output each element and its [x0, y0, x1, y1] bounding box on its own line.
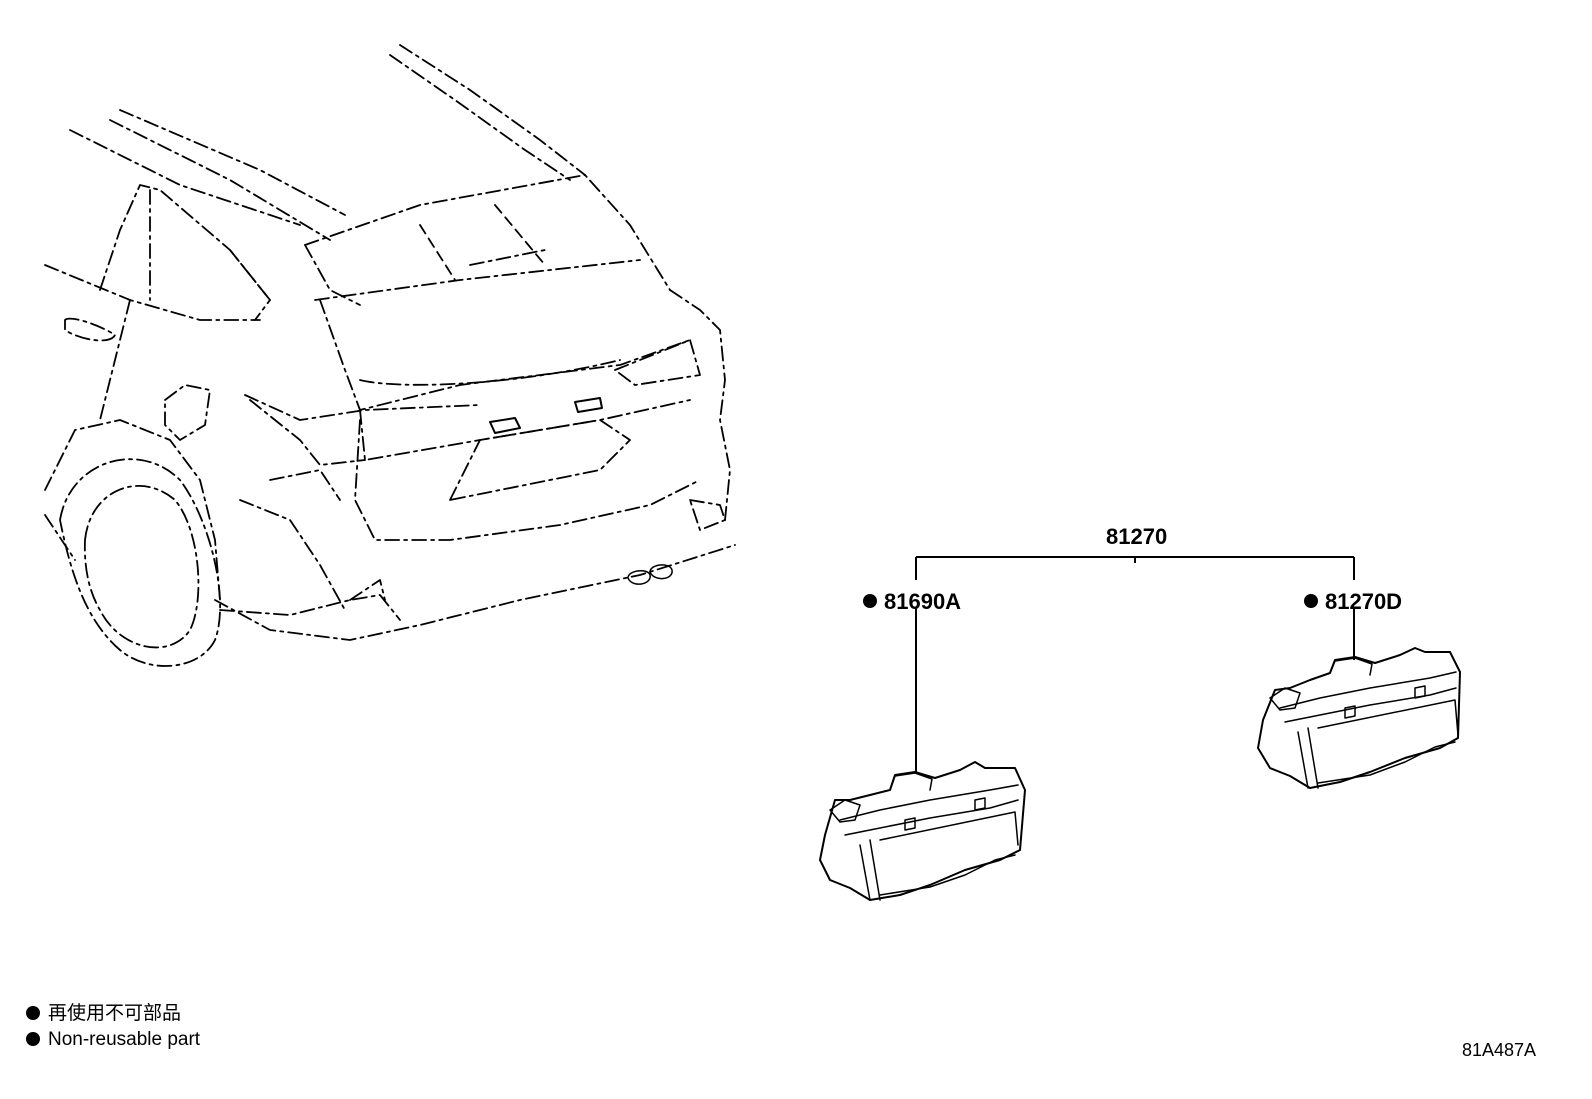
legend: 再使用不可部品 Non-reusable part: [26, 1002, 201, 1050]
illustration-code: 81A487A: [1462, 1040, 1536, 1060]
assembly-part-number: 81270: [1106, 524, 1167, 549]
legend-text-en: Non-reusable part: [48, 1029, 201, 1050]
legend-text-ja: 再使用不可部品: [48, 1002, 181, 1024]
non-reusable-marker: [1304, 594, 1318, 608]
non-reusable-marker: [863, 594, 877, 608]
vehicle-rear-illustration: [44, 44, 736, 667]
left-part-number: 81690A: [884, 589, 961, 614]
leader-lines: [915, 556, 1355, 772]
right-part-number: 81270D: [1325, 589, 1402, 614]
legend-marker: [26, 1032, 40, 1046]
license-plate-lamp-left: [819, 761, 1026, 901]
license-plate-lamp-right: [1257, 647, 1461, 789]
legend-marker: [26, 1006, 40, 1020]
